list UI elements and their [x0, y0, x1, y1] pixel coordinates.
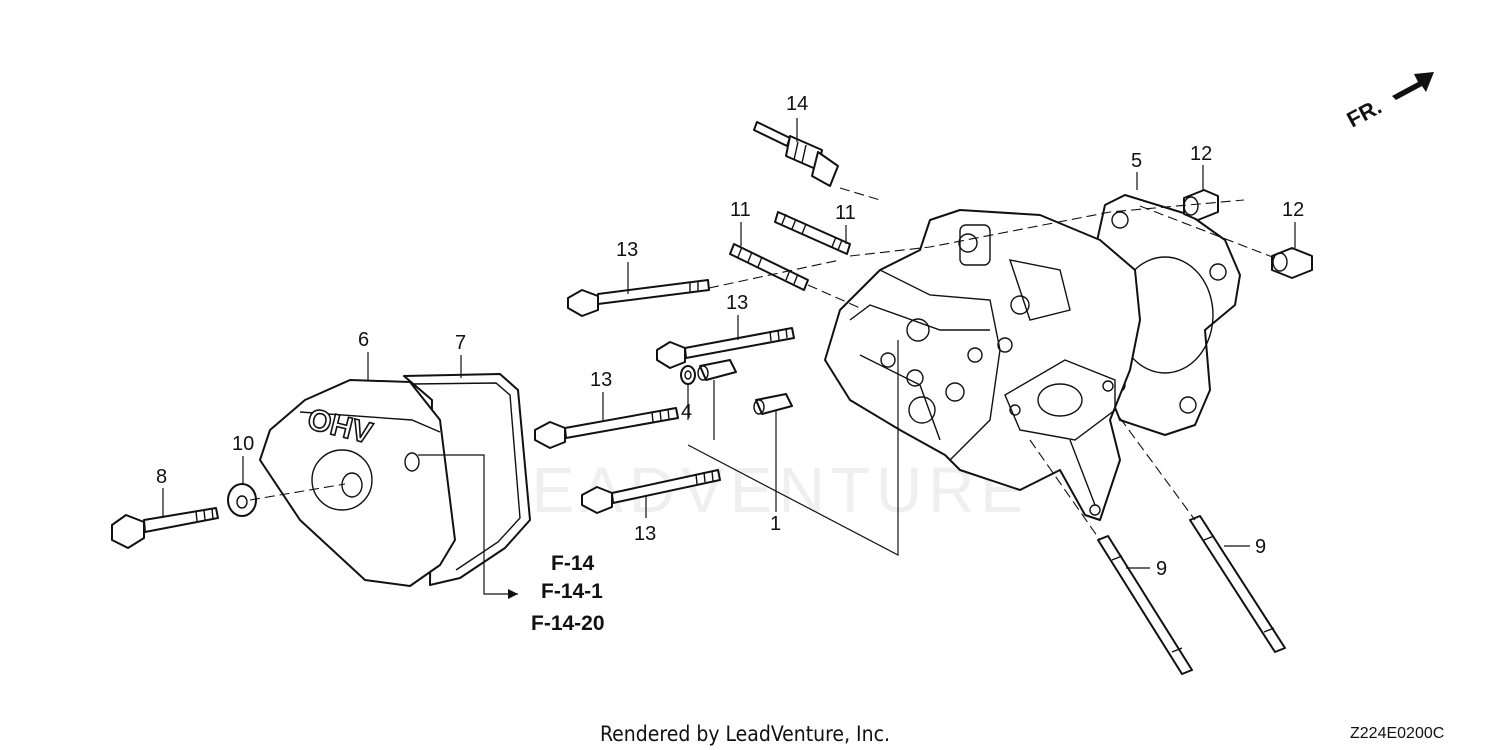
reference-arrowhead [508, 589, 518, 599]
callout-4: 4 [681, 401, 692, 423]
callout-12-upper: 12 [1190, 143, 1212, 165]
callout-12-lower: 12 [1282, 199, 1304, 221]
callout-1: 1 [770, 513, 781, 535]
callout-13-bottom: 13 [634, 523, 656, 545]
callout-9-left: 9 [1156, 558, 1167, 580]
spark-plug[interactable] [753, 121, 839, 187]
callout-13-mid-lower: 13 [590, 369, 612, 391]
leader-lines [162, 118, 1296, 599]
head-dowel-pin-lower[interactable] [753, 393, 793, 415]
callout-11-right: 11 [835, 202, 856, 224]
head-dowel-pin-upper[interactable] [697, 359, 737, 381]
flange-bolt-bottom[interactable] [581, 469, 721, 514]
sealing-washer[interactable] [227, 483, 257, 517]
footer-credit: Rendered by LeadVenture, Inc. [600, 722, 890, 746]
stud-bolt-lower[interactable] [729, 243, 809, 291]
reference-f14-20[interactable]: F-14-20 [531, 612, 605, 635]
washer-4[interactable] [680, 365, 696, 385]
callout-10: 10 [232, 433, 254, 455]
assembly-lines [249, 187, 1276, 541]
flange-bolt-mid-upper[interactable] [656, 327, 795, 369]
dowel-pin-upper[interactable] [1183, 189, 1219, 221]
reference-f14[interactable]: F-14 [551, 552, 595, 575]
reference-f14-1[interactable]: F-14-1 [541, 580, 603, 603]
front-direction-indicator: FR. [1343, 72, 1434, 132]
callout-8: 8 [156, 466, 167, 488]
cylinder-head[interactable] [824, 209, 1141, 521]
diagram-code: Z224E0200C [1350, 725, 1444, 742]
head-stud-left[interactable] [1097, 535, 1193, 675]
flange-bolt-top[interactable] [567, 279, 710, 317]
dowel-pin-lower[interactable] [1271, 247, 1313, 279]
callout-7: 7 [455, 332, 466, 354]
callout-6: 6 [358, 329, 369, 351]
callout-13-mid-upper: 13 [726, 292, 748, 314]
watermark: LEADVENTURE [490, 454, 1029, 526]
callout-14: 14 [786, 93, 808, 115]
flange-bolt-mid-lower[interactable] [534, 407, 679, 449]
callout-5: 5 [1131, 150, 1142, 172]
direction-label: FR. [1343, 94, 1386, 133]
callout-9-right: 9 [1255, 536, 1266, 558]
stud-bolt-upper[interactable] [774, 211, 851, 255]
callout-11-left: 11 [730, 199, 751, 221]
head-cover[interactable]: OHV [259, 379, 456, 587]
cover-emboss-text: OHV [304, 403, 375, 451]
cover-bolt[interactable] [111, 507, 219, 549]
front-arrow-icon [1392, 72, 1434, 100]
callout-13-top: 13 [616, 239, 638, 261]
callout-numbers: 14 5 12 12 11 11 13 13 13 13 4 1 6 7 10 … [156, 93, 1304, 580]
head-stud-right[interactable] [1189, 515, 1286, 653]
